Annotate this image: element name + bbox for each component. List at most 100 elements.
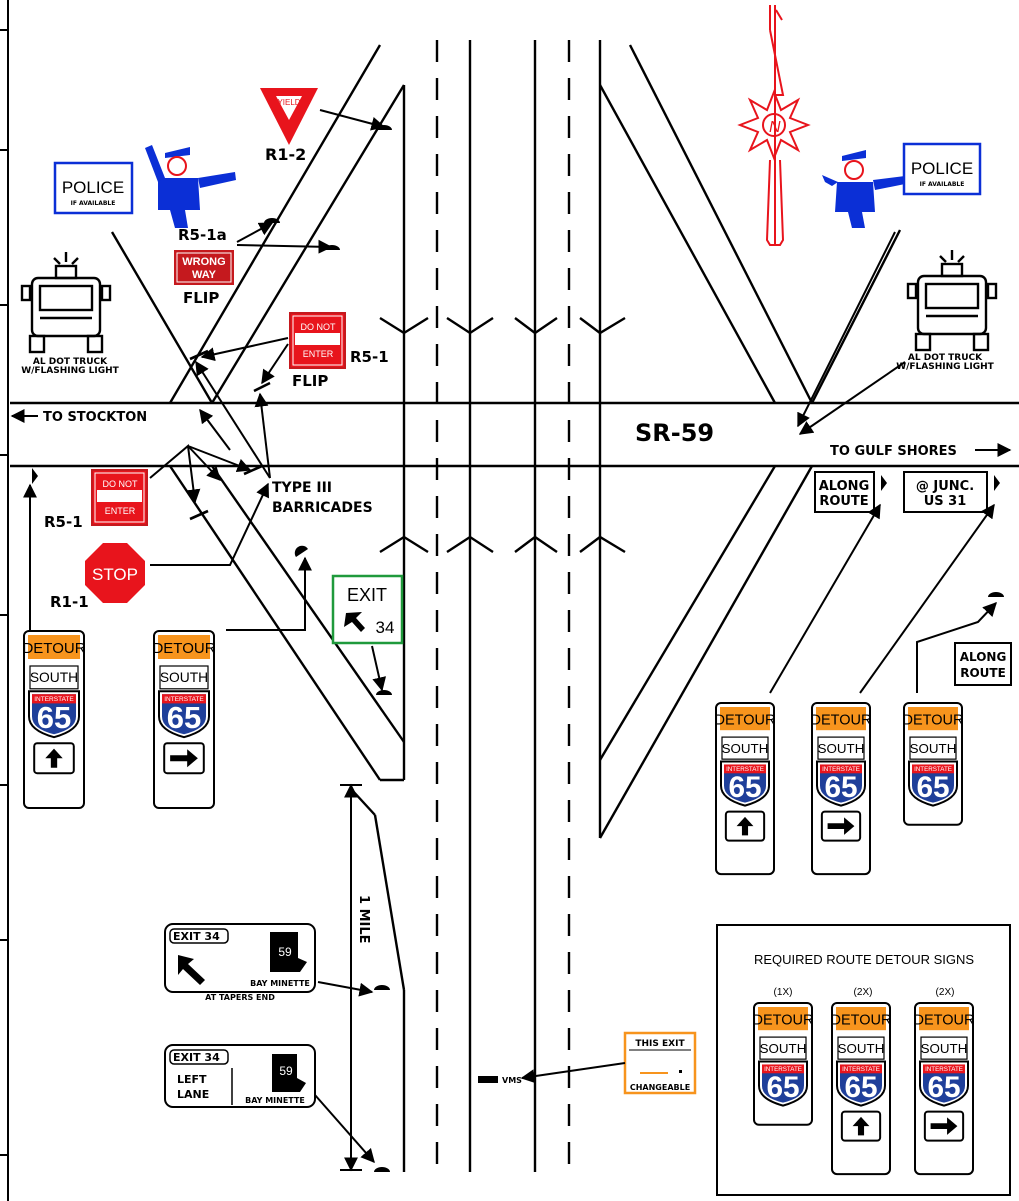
route-number: 65 xyxy=(916,771,949,804)
arrow-right-icon xyxy=(827,817,855,835)
detour-plaque xyxy=(720,707,770,731)
svg-text:ENTER: ENTER xyxy=(303,349,334,359)
interstate-label: INTERSTATE xyxy=(914,766,952,773)
aldot-truck-icon-left xyxy=(20,252,112,354)
svg-text:N: N xyxy=(769,119,781,136)
svg-text:BAY MINETTE: BAY MINETTE xyxy=(245,1096,305,1105)
route-number: 65 xyxy=(824,771,857,804)
interstate-label: INTERSTATE xyxy=(726,766,764,773)
detour-text: DETOUR xyxy=(753,1012,814,1028)
r1-1-label: R1-1 xyxy=(50,593,89,611)
yield-sign: YIELD xyxy=(260,88,318,145)
sr59-label: SR-59 xyxy=(635,419,714,447)
svg-text:DO NOT: DO NOT xyxy=(103,479,139,489)
truck-label-right-1: AL DOT TRUCK xyxy=(908,353,983,363)
svg-text:POLICE: POLICE xyxy=(911,159,973,178)
page-frame xyxy=(0,0,9,1201)
south-plaque xyxy=(759,1036,807,1060)
lane-stripes xyxy=(435,40,571,1172)
svg-text:WRONG: WRONG xyxy=(182,256,225,268)
south-plaque xyxy=(920,1036,968,1060)
arrow-right-icon xyxy=(170,749,198,768)
svg-text:ENTER: ENTER xyxy=(105,506,136,516)
exit-34-sign: EXIT 34 xyxy=(331,574,404,645)
route-number: 65 xyxy=(37,700,71,735)
south-text: SOUTH xyxy=(921,1041,968,1056)
svg-text:EXIT 34: EXIT 34 xyxy=(173,1051,220,1064)
south-text: SOUTH xyxy=(160,670,208,685)
police-sign-left: POLICE IF AVAILABLE xyxy=(53,161,134,215)
do-not-enter-sign-top: DO NOT ENTER xyxy=(289,312,346,369)
do-not-enter-sign-left: DO NOT ENTER xyxy=(91,469,148,526)
flip-label-1: FLIP xyxy=(183,289,219,307)
barricade-leader-lines xyxy=(149,360,271,566)
svg-text:THIS EXIT: THIS EXIT xyxy=(635,1039,685,1049)
interstate-label: INTERSTATE xyxy=(764,1066,802,1073)
detour-plaque xyxy=(908,707,958,731)
detour-text: DETOUR xyxy=(22,640,85,657)
wrong-way-sign: WRONG WAY xyxy=(174,250,234,285)
detour-plaque xyxy=(28,635,80,659)
detour-text: DETOUR xyxy=(811,712,872,728)
svg-text:POLICE: POLICE xyxy=(62,178,124,197)
detour-text: DETOUR xyxy=(914,1012,975,1028)
truck-label-left-2: W/FLASHING LIGHT xyxy=(21,366,119,376)
svg-text:59: 59 xyxy=(278,945,292,959)
south-text: SOUTH xyxy=(722,741,769,756)
roadway xyxy=(10,40,1019,1172)
svg-text:LANE: LANE xyxy=(177,1088,209,1101)
detour-plaque xyxy=(158,635,210,659)
svg-text:US 31: US 31 xyxy=(924,494,967,509)
police-officer-icon-left xyxy=(145,145,236,228)
one-mile-dimension xyxy=(340,783,362,1172)
legend-title: REQUIRED ROUTE DETOUR SIGNS xyxy=(754,952,974,967)
aldot-truck-icon-right xyxy=(906,250,998,352)
guide-sign-exit-34-arrow: EXIT 34 59 BAY MINETTE xyxy=(164,923,316,993)
type-iii-barricades xyxy=(189,349,271,521)
route-number: 65 xyxy=(766,1071,799,1104)
svg-text:TO GULF SHORES: TO GULF SHORES xyxy=(830,444,957,459)
detour-text: DETOUR xyxy=(903,712,964,728)
interstate-label: INTERSTATE xyxy=(34,696,74,703)
truck-label-left-1: AL DOT TRUCK xyxy=(33,357,108,367)
svg-text:BAY MINETTE: BAY MINETTE xyxy=(250,979,310,988)
svg-text:@ JUNC.: @ JUNC. xyxy=(916,479,974,494)
svg-text:LEFT: LEFT xyxy=(177,1073,207,1086)
svg-text:34: 34 xyxy=(376,618,395,637)
along-route-sign: ALONG ROUTE xyxy=(814,471,875,513)
svg-text:IF AVAILABLE: IF AVAILABLE xyxy=(71,200,116,207)
interstate-label: INTERSTATE xyxy=(925,1066,963,1073)
north-arrow-icon: N xyxy=(737,5,811,246)
detour-plaque xyxy=(919,1007,969,1031)
police-officer-icon-right xyxy=(822,150,905,228)
legend-qty-1: (1X) xyxy=(774,987,793,998)
south-text: SOUTH xyxy=(838,1041,885,1056)
r5-1-label-left: R5-1 xyxy=(44,513,83,531)
along-route-sign-small: ALONG ROUTE xyxy=(954,642,1012,686)
svg-text:ROUTE: ROUTE xyxy=(960,666,1006,680)
one-mile-label: 1 MILE xyxy=(356,895,371,944)
r5-1-label-top: R5-1 xyxy=(350,348,389,366)
detour-plaque xyxy=(758,1007,808,1031)
detour-text: DETOUR xyxy=(152,640,215,657)
south-plaque xyxy=(837,1036,885,1060)
svg-text:EXIT 34: EXIT 34 xyxy=(173,930,220,943)
svg-text:ROUTE: ROUTE xyxy=(819,494,868,509)
svg-text:59: 59 xyxy=(279,1064,293,1078)
svg-text:YIELD: YIELD xyxy=(277,98,300,107)
arrow-up-icon xyxy=(736,816,754,836)
svg-text:CHANGEABLE: CHANGEABLE xyxy=(630,1083,690,1092)
legend-qty-2: (2X) xyxy=(854,987,873,998)
sign-post-markers xyxy=(32,125,1004,1172)
svg-text:ALONG: ALONG xyxy=(960,650,1007,664)
interstate-label: INTERSTATE xyxy=(822,766,860,773)
route-number: 65 xyxy=(167,700,201,735)
svg-text:STOP: STOP xyxy=(92,565,138,584)
